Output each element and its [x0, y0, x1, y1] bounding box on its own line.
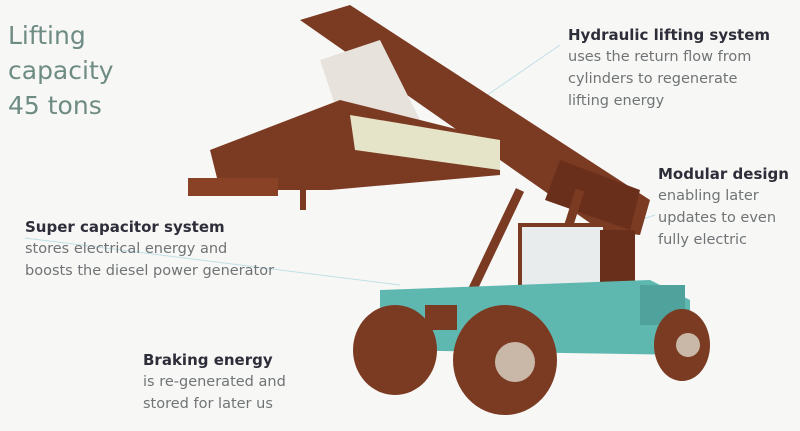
- callout-text: enabling later: [658, 188, 759, 204]
- wheels: [353, 305, 710, 415]
- callout-title: Modular design: [658, 165, 789, 183]
- callout-text: stores electrical energy and: [25, 241, 228, 257]
- callout-text: updates to even: [658, 210, 777, 226]
- callout-modular: Modular design enabling later updates to…: [658, 163, 789, 251]
- boom: [300, 5, 650, 235]
- headline-line: capacity: [8, 56, 114, 85]
- callout-title: Super capacitor system: [25, 218, 225, 236]
- callout-text: is re-generated and: [143, 374, 286, 390]
- callout-braking: Braking energy is re-generated and store…: [143, 349, 286, 415]
- callout-text: boosts the diesel power generator: [25, 263, 275, 279]
- callout-capacitor: Super capacitor system stores electrical…: [25, 216, 274, 282]
- callout-text: cylinders to regenerate: [568, 71, 738, 87]
- spreader: [188, 100, 500, 210]
- callout-text: lifting energy: [568, 93, 665, 109]
- callout-hydraulic: Hydraulic lifting system uses the return…: [568, 24, 770, 112]
- callout-title: Braking energy: [143, 351, 273, 369]
- callout-text: stored for later us: [143, 396, 273, 412]
- headline-line: 45 tons: [8, 91, 102, 120]
- callout-title: Hydraulic lifting system: [568, 26, 771, 44]
- callout-text: fully electric: [658, 232, 748, 248]
- lifting-capacity-headline: Lifting capacity 45 tons: [8, 18, 114, 123]
- headline-line: Lifting: [8, 21, 86, 50]
- callout-text: uses the return flow from: [568, 49, 752, 65]
